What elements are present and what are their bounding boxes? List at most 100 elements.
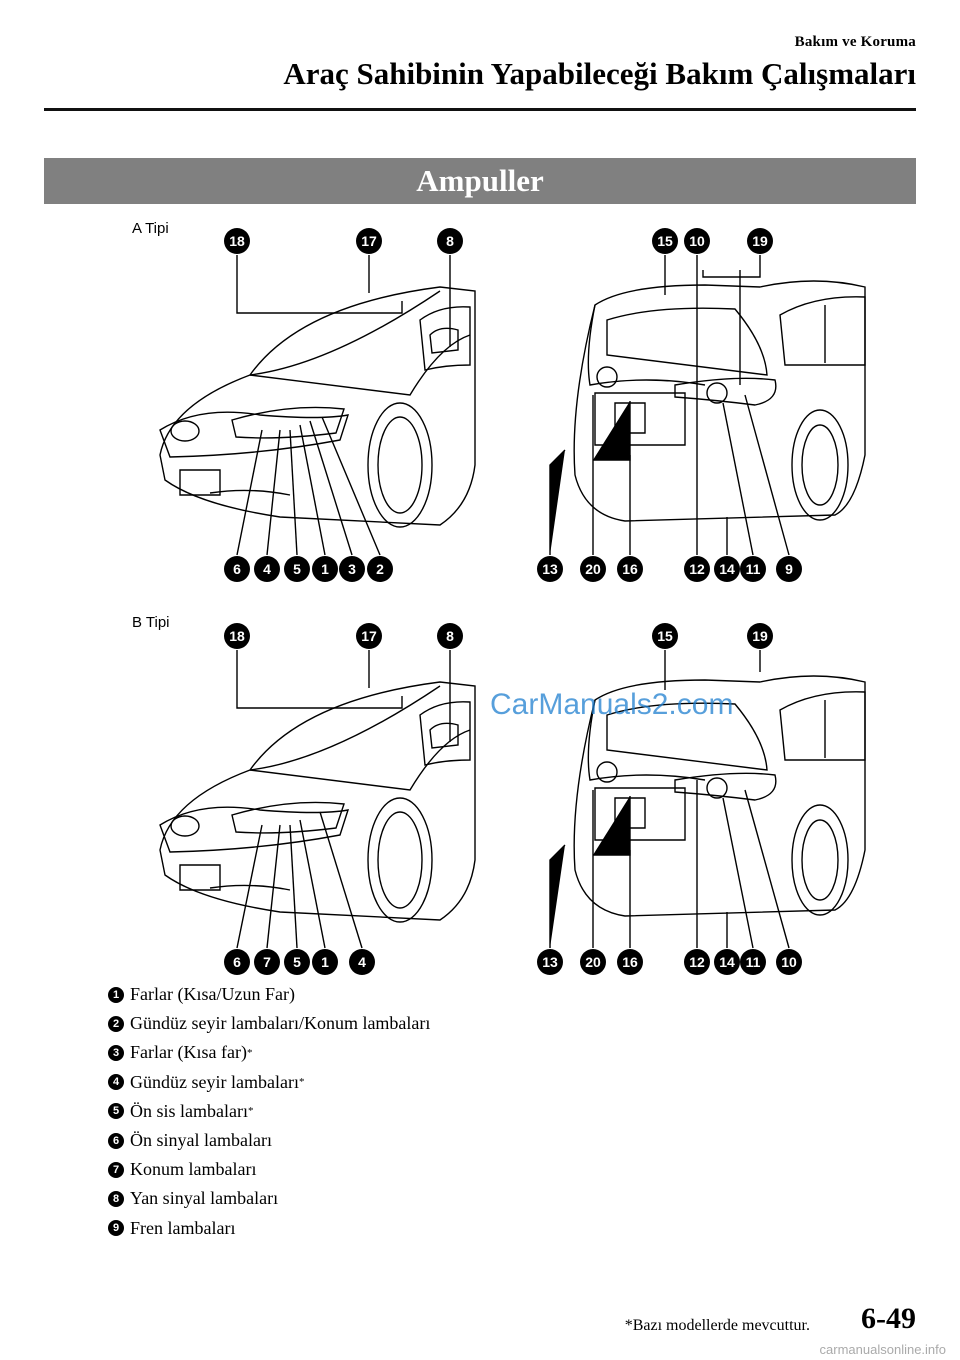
callout-number: 6 [233, 954, 241, 970]
callout-number: 8 [446, 233, 454, 249]
callout-circle [537, 556, 563, 582]
legend-text: Fren lambaları [130, 1217, 236, 1238]
type-b-label: B Tipi [132, 614, 170, 631]
asterisk-mark: * [246, 1046, 253, 1059]
callout-circle [284, 949, 310, 975]
callout-number: 19 [752, 628, 768, 644]
legend-text: Ön sis lambaları [130, 1100, 248, 1121]
callout-number: 3 [348, 561, 356, 577]
callout-number: 12 [689, 954, 705, 970]
callout-circle [349, 949, 375, 975]
header-divider [44, 108, 916, 111]
callout-number: 5 [293, 561, 301, 577]
callout-circle [254, 556, 280, 582]
callout-circle [312, 949, 338, 975]
callout-circle [617, 949, 643, 975]
callout-number: 10 [689, 233, 705, 249]
callout-number: 18 [229, 628, 245, 644]
callout-circle [224, 228, 250, 254]
legend-number: 9 [108, 1220, 124, 1237]
legend-text: Yan sinyal lambaları [130, 1188, 279, 1209]
watermark: CarManuals2.com [490, 688, 734, 721]
callout-circle [580, 949, 606, 975]
callout-circle [747, 228, 773, 254]
callout-number: 4 [358, 954, 366, 970]
asterisk-mark: * [298, 1076, 305, 1089]
legend-item: 9 Fren lambaları [108, 1214, 430, 1243]
callout-circle [224, 556, 250, 582]
legend-number: 5 [108, 1103, 124, 1120]
callout-circle [356, 228, 382, 254]
callout-number: 18 [229, 233, 245, 249]
callout-number: 14 [719, 561, 735, 577]
callout-number: 11 [746, 954, 761, 970]
callout-circle [312, 556, 338, 582]
page-title: Araç Sahibinin Yapabileceği Bakım Çalışm… [283, 56, 916, 91]
legend-text: Gündüz seyir lambaları/Konum lambaları [130, 1013, 431, 1034]
callout-circle [684, 949, 710, 975]
callout-circle [714, 556, 740, 582]
callouts-rear-top: 15 10 19 [652, 228, 773, 254]
callout-circle [367, 556, 393, 582]
callout-number: 15 [657, 233, 673, 249]
callout-circle [580, 556, 606, 582]
callout-number: 8 [446, 628, 454, 644]
legend-text: Farlar (Kısa far) [130, 1042, 247, 1063]
callout-circle [224, 949, 250, 975]
section-title: Ampuller [44, 158, 916, 204]
callout-circle [684, 556, 710, 582]
callout-number: 20 [585, 954, 601, 970]
callout-circle [356, 623, 382, 649]
footnote: *Bazı modellerde mevcuttur. [624, 1317, 810, 1334]
legend-number: 2 [108, 1015, 124, 1032]
legend-text: Ön sinyal lambaları [130, 1130, 272, 1151]
legend-number: 4 [108, 1074, 124, 1091]
legend-number: 6 [108, 1132, 124, 1149]
callout-number: 20 [585, 561, 601, 577]
callout-number: 11 [746, 561, 761, 577]
type-a-label: A Tipi [132, 220, 169, 237]
callout-number: 13 [542, 561, 558, 577]
callout-circle [652, 228, 678, 254]
callout-number: 12 [689, 561, 705, 577]
callout-circle [224, 623, 250, 649]
callout-number: 1 [321, 561, 329, 577]
chapter-title: Bakım ve Koruma [794, 34, 916, 50]
callout-number: 19 [752, 233, 768, 249]
callout-circle [437, 228, 463, 254]
callout-number: 10 [781, 954, 797, 970]
legend-item: 6 Ön sinyal lambaları [108, 1126, 430, 1155]
callout-circle [714, 949, 740, 975]
page-number: 6-49 [861, 1302, 916, 1335]
callout-number: 5 [293, 954, 301, 970]
legend-item: 2 Gündüz seyir lambaları/Konum lambaları [108, 1009, 430, 1038]
callout-circle [747, 623, 773, 649]
site-url: carmanualsonline.info [819, 1342, 946, 1357]
legend-number: 1 [108, 986, 124, 1003]
callout-circle [740, 949, 766, 975]
callout-circle [684, 228, 710, 254]
legend-number: 7 [108, 1161, 124, 1178]
callout-number: 4 [263, 561, 271, 577]
callout-number: 1 [321, 954, 329, 970]
callout-circle [652, 623, 678, 649]
callout-circle [339, 556, 365, 582]
callout-circle [740, 556, 766, 582]
callout-circle [617, 556, 643, 582]
